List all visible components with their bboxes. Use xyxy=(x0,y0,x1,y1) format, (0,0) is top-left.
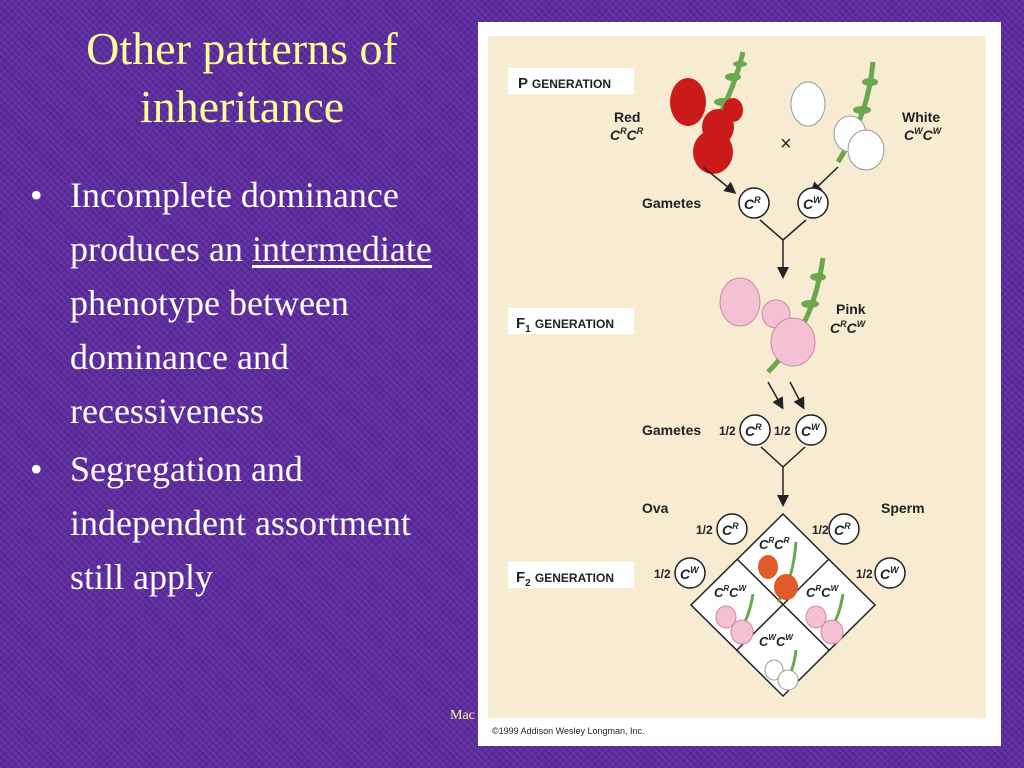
f1-gamete-cr-circle xyxy=(739,414,771,446)
f1-gamete-w-fraction: 1/2 xyxy=(774,424,791,438)
f2-white-flower-icon xyxy=(764,649,799,691)
pink-genotype: CRCW xyxy=(830,319,867,336)
cell-right-crcw-label: CRCW xyxy=(806,584,840,600)
sperm-label: Sperm xyxy=(881,500,925,516)
f1-gamete-cw-label: CW xyxy=(801,422,821,439)
white-label: White xyxy=(902,109,940,125)
sperm-cw-circle xyxy=(874,557,906,589)
pink-label: Pink xyxy=(836,301,866,317)
f1-gametes-label: Gametes xyxy=(642,422,701,438)
footnote-text: Mac xyxy=(450,708,475,723)
pink-flower-icon xyxy=(719,257,826,374)
bullet-1-underlined-term: intermediate xyxy=(251,229,432,269)
cross-symbol: × xyxy=(780,133,792,155)
cell-crcr-label: CRCR xyxy=(759,536,790,552)
gamete-cr-label: CR xyxy=(744,195,761,212)
f1-gamete-cr-label: CR xyxy=(745,422,762,439)
f2-pink-flower-right-icon xyxy=(805,593,845,645)
inheritance-figure: P GENERATION Red CRCR × White CWCW Gamet… xyxy=(478,22,1001,746)
bullet-1-text-end: phenotype between dominance and recessiv… xyxy=(70,283,349,431)
title-line-1: Other patterns of xyxy=(86,23,398,74)
ova-cr-circle xyxy=(716,513,748,545)
bullet-list: • Incomplete dominance produces an inter… xyxy=(30,168,460,608)
bullet-glyph: • xyxy=(30,449,43,489)
f2-generation-label: F2 GENERATION xyxy=(516,569,614,590)
ova-cw-label: CW xyxy=(680,565,700,582)
sperm-cr-label: CR xyxy=(834,521,851,538)
f1-gamete-r-fraction: 1/2 xyxy=(719,424,736,438)
bullet-2-text: Segregation and independent assortment s… xyxy=(70,449,411,597)
f1-generation-box xyxy=(508,308,634,334)
cell-left-crcw-label: CRCW xyxy=(714,584,748,600)
slide-title: Other patterns of inheritance xyxy=(22,20,462,136)
title-line-2: inheritance xyxy=(139,81,345,132)
arrow-f1-to-gamete-r xyxy=(767,381,784,410)
gamete-cr-circle xyxy=(738,187,770,219)
sperm-w-fraction: 1/2 xyxy=(856,567,873,581)
sperm-cr-circle xyxy=(828,513,860,545)
f2-pink-flower-left-icon xyxy=(715,593,755,645)
bullet-glyph: • xyxy=(30,175,43,215)
p-gametes-label: Gametes xyxy=(642,195,701,211)
p-generation-box xyxy=(508,68,634,94)
f2-red-flower-icon xyxy=(758,541,798,603)
bullet-item-incomplete-dominance: • Incomplete dominance produces an inter… xyxy=(30,168,460,438)
red-label: Red xyxy=(614,109,640,125)
white-genotype: CWCW xyxy=(904,126,943,143)
white-flower-icon xyxy=(790,61,885,171)
bullet-1-text-start: Incomplete dominance produces an xyxy=(70,175,399,269)
copyright-text: ©1999 Addison Wesley Longman, Inc. xyxy=(492,726,645,736)
p-generation-label: P GENERATION xyxy=(518,75,611,92)
ova-cr-label: CR xyxy=(722,521,739,538)
arrow-red-to-gamete xyxy=(702,166,737,194)
gamete-cw-label: CW xyxy=(803,195,823,212)
f2-generation-box xyxy=(508,562,634,588)
f1-gamete-cw-circle xyxy=(795,414,827,446)
ova-cw-circle xyxy=(674,557,706,589)
figure-svg: P GENERATION Red CRCR × White CWCW Gamet… xyxy=(488,36,986,736)
cell-cwcw-label: CWCW xyxy=(759,633,794,649)
ova-label: Ova xyxy=(642,500,669,516)
ova-r-fraction: 1/2 xyxy=(696,523,713,537)
sperm-r-fraction: 1/2 xyxy=(812,523,829,537)
f1-generation-label: F1 GENERATION xyxy=(516,315,614,336)
sperm-cw-label: CW xyxy=(880,565,900,582)
ova-w-fraction: 1/2 xyxy=(654,567,671,581)
arrow-f1-to-gamete-w xyxy=(789,381,805,410)
red-flower-icon xyxy=(670,51,747,174)
gamete-cw-circle xyxy=(797,187,829,219)
red-genotype: CRCR xyxy=(610,126,644,143)
bullet-item-segregation: • Segregation and independent assortment… xyxy=(30,442,460,604)
